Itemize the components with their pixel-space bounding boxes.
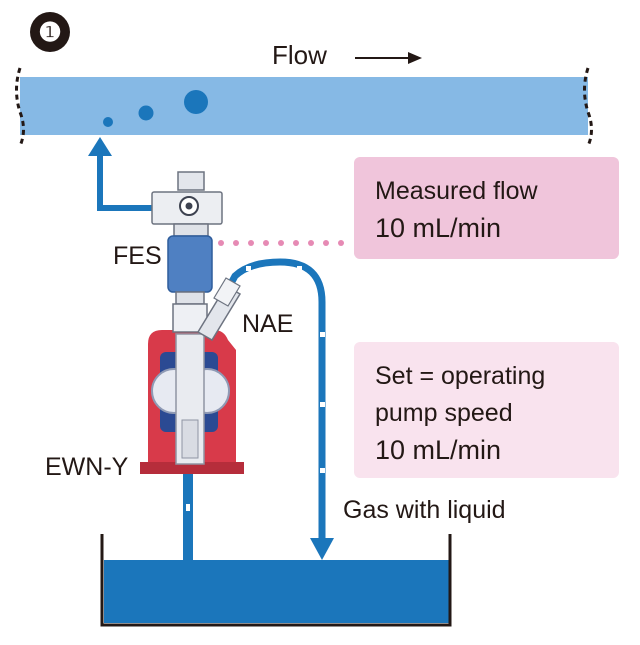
gas-vent-line [218, 258, 334, 560]
discharge-line [88, 137, 152, 211]
tank [100, 534, 452, 627]
main-pipe [15, 67, 593, 147]
measured-flow-title: Measured flow [375, 177, 538, 205]
flow-arrow [355, 52, 422, 64]
measured-flow-callout: Measured flow 10 mL/min [354, 157, 619, 259]
fes-label: FES [113, 242, 162, 270]
set-speed-line2: pump speed [375, 399, 513, 427]
measured-flow-value: 10 mL/min [375, 213, 502, 243]
valve-nae [196, 277, 242, 342]
nae-label: NAE [242, 310, 294, 338]
set-speed-value: 10 mL/min [375, 435, 502, 465]
gas-bubbles [103, 90, 208, 127]
sensor-fes [151, 171, 223, 333]
set-speed-line1: Set = operating [375, 362, 546, 390]
pump-label: EWN-Y [45, 453, 129, 481]
flow-label: Flow [272, 40, 327, 70]
gas-with-liquid-label: Gas with liquid [343, 496, 506, 524]
set-speed-callout: Set = operating pump speed 10 mL/min [354, 342, 619, 478]
pump-ewn-y [140, 330, 244, 474]
step-number-badge: ❶ [30, 12, 70, 52]
measured-leader-dots [218, 240, 344, 246]
